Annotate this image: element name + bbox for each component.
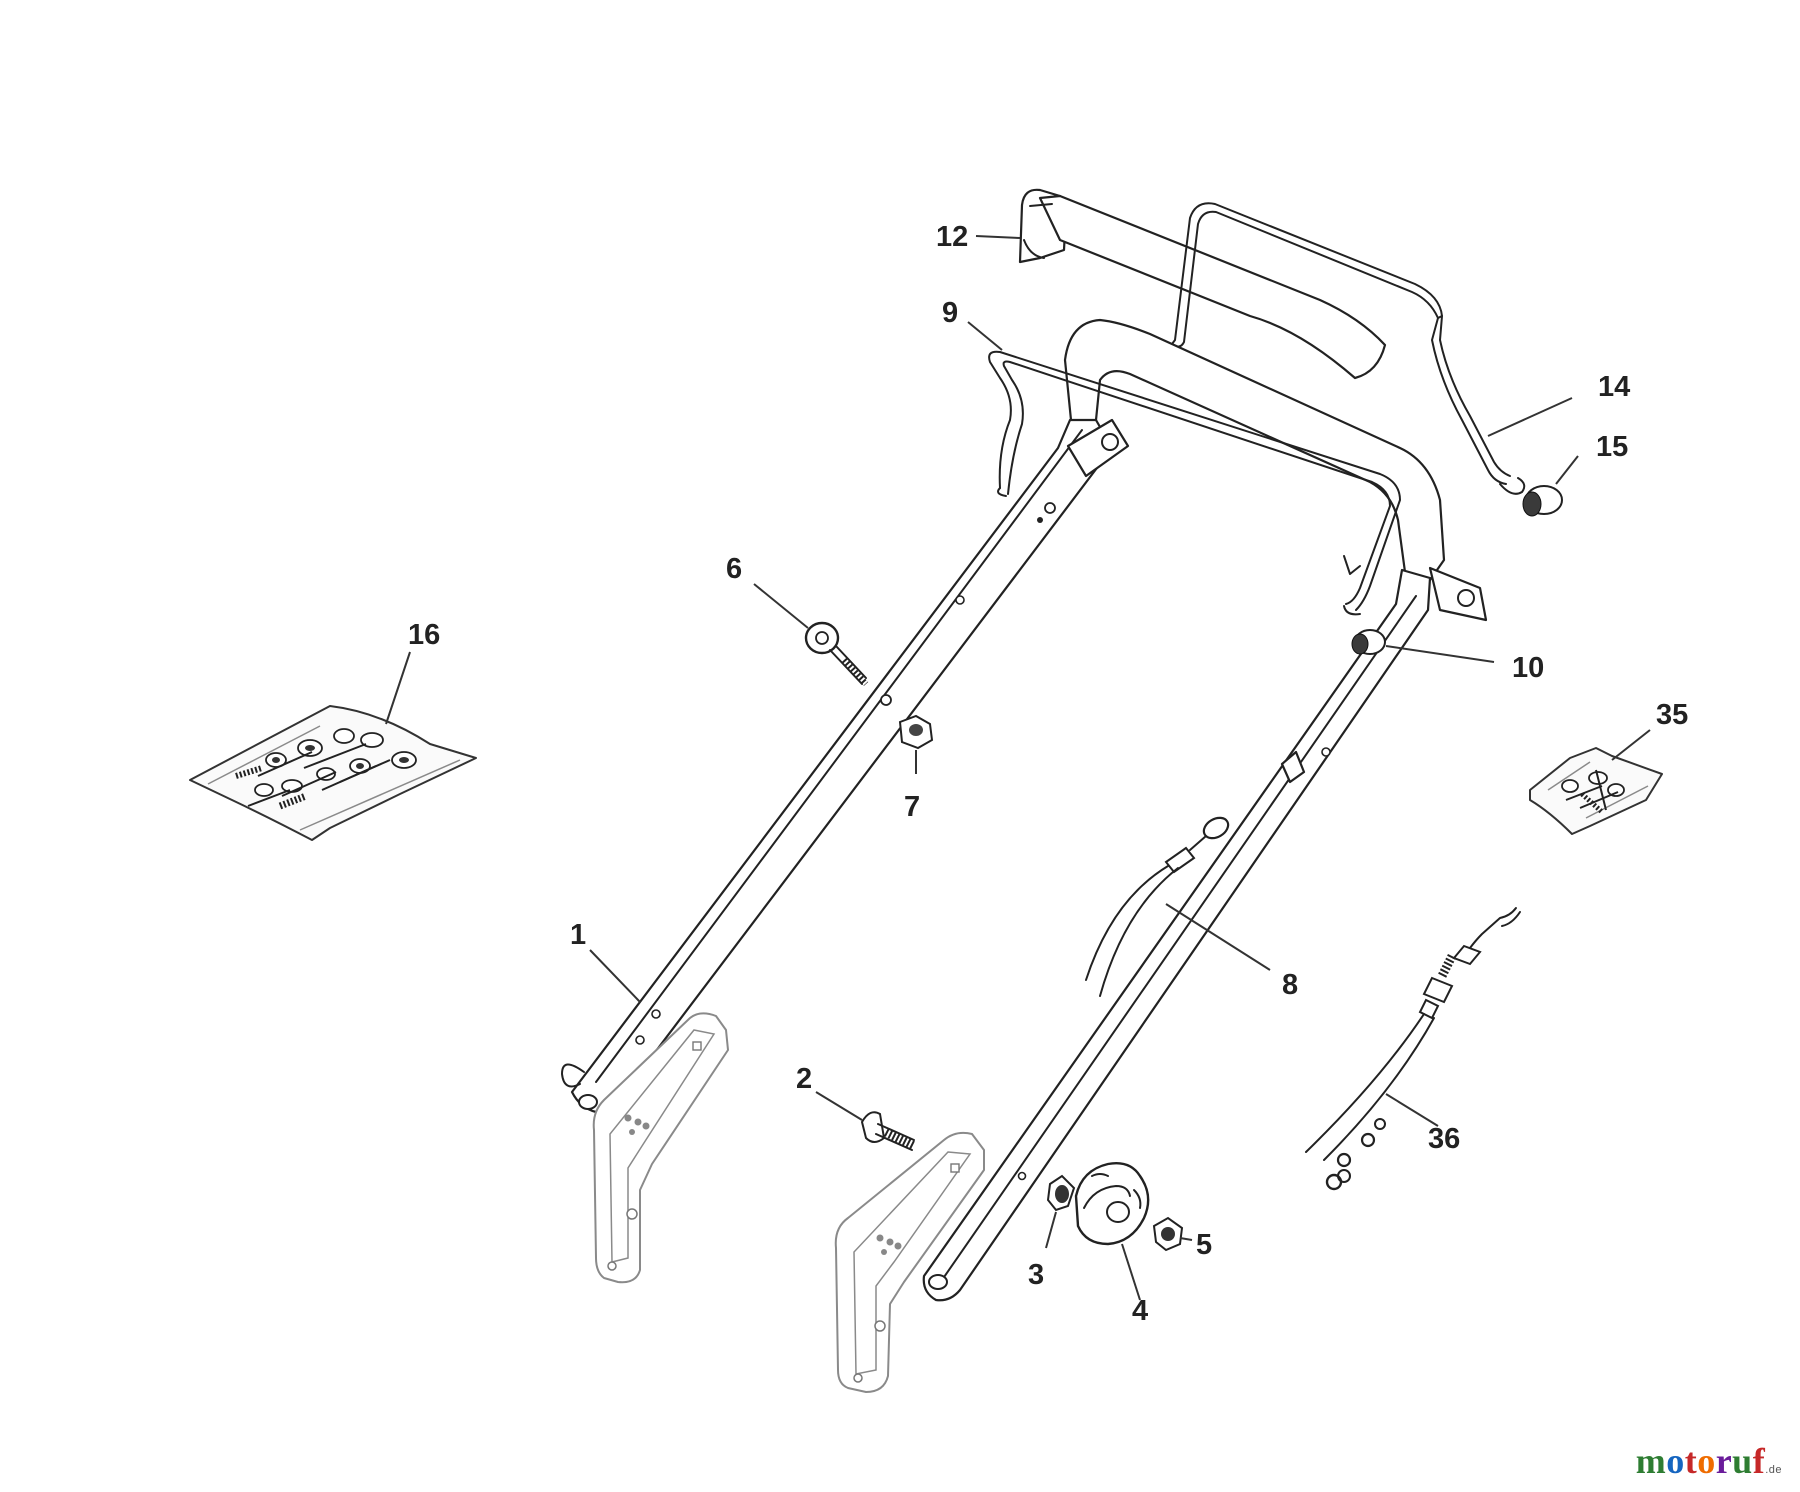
right-height-bracket bbox=[834, 1131, 985, 1393]
part-3-washer bbox=[1046, 1174, 1076, 1212]
label-part-12: 12 bbox=[936, 221, 968, 253]
watermark-letter: r bbox=[1715, 1441, 1733, 1481]
part-15-cap bbox=[1522, 485, 1563, 517]
label-part-4: 4 bbox=[1132, 1295, 1148, 1327]
part-6-eyebolt bbox=[804, 621, 869, 687]
label-part-9: 9 bbox=[942, 297, 958, 329]
part-1-lower-handle bbox=[561, 318, 1488, 1302]
part-labels: 12 9 14 15 10 6 7 8 1 2 3 4 5 36 16 35 bbox=[408, 221, 1688, 1327]
part-36-drive-cable bbox=[1305, 907, 1521, 1191]
watermark-letter: t bbox=[1684, 1441, 1698, 1481]
label-part-7: 7 bbox=[904, 791, 920, 823]
label-part-10: 10 bbox=[1512, 652, 1544, 684]
leader-lines bbox=[385, 235, 1651, 1301]
label-part-1: 1 bbox=[570, 919, 586, 951]
label-part-16: 16 bbox=[408, 619, 440, 651]
watermark-text: motoruf bbox=[1636, 1441, 1766, 1481]
part-12-upper-handle bbox=[1018, 188, 1387, 380]
watermark-letter: o bbox=[1666, 1441, 1685, 1481]
label-part-2: 2 bbox=[796, 1063, 812, 1095]
watermark-letter: m bbox=[1635, 1441, 1667, 1481]
part-8-cable bbox=[1085, 816, 1230, 997]
label-part-15: 15 bbox=[1596, 431, 1628, 463]
label-part-14: 14 bbox=[1598, 371, 1630, 403]
part-5-nut bbox=[1152, 1216, 1184, 1252]
part-14-bail-wire bbox=[1171, 202, 1526, 495]
label-part-3: 3 bbox=[1028, 1259, 1044, 1291]
part-10-cap bbox=[1351, 629, 1386, 655]
left-height-bracket bbox=[592, 1012, 729, 1284]
watermark-letter: f bbox=[1752, 1441, 1766, 1481]
watermark-suffix: .de bbox=[1765, 1464, 1782, 1476]
part-7-nut bbox=[898, 714, 934, 750]
watermark-letter: o bbox=[1697, 1441, 1716, 1481]
motoruf-watermark-logo: motoruf.de bbox=[1636, 1440, 1782, 1482]
label-part-5: 5 bbox=[1196, 1229, 1212, 1261]
watermark-letter: u bbox=[1732, 1441, 1753, 1481]
part-4-knob bbox=[1074, 1162, 1150, 1246]
label-part-8: 8 bbox=[1282, 969, 1298, 1001]
label-part-35: 35 bbox=[1656, 699, 1688, 731]
part-2-bolt bbox=[860, 1111, 917, 1151]
part-16-hardware-bag bbox=[189, 705, 477, 841]
part-9-presence-bail bbox=[988, 350, 1401, 616]
part-35-small-bag bbox=[1529, 747, 1663, 835]
label-part-6: 6 bbox=[726, 553, 742, 585]
label-part-36: 36 bbox=[1428, 1123, 1460, 1155]
